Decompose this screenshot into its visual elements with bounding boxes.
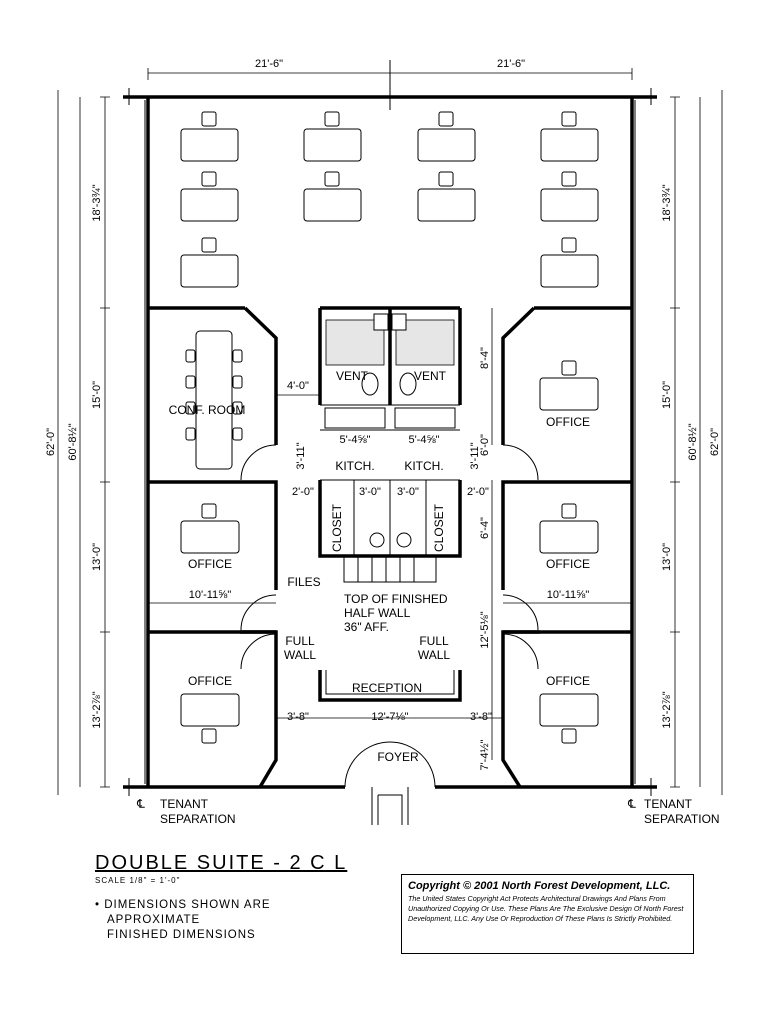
dim-closet-left: 2'-0" [292,486,314,498]
label-office-right-bottom: OFFICE [546,674,590,688]
copyright-body: The United States Copyright Act Protects… [408,894,684,923]
label-kitch-right: KITCH. [404,459,443,473]
dim-left-office: 13'-0" [91,543,103,571]
label-full-wall-right-2: WALL [418,648,451,662]
label-closet-right: CLOSET [432,503,446,552]
dim-kitch-right-depth: 6'-0" [479,434,491,456]
tenant-right-line1: TENANT [644,797,693,811]
note-line-3: FINISHED DIMENSIONS [107,929,256,941]
dimension-labels: 21'-6" 21'-6" 18'-3¾" 15'-0" 13'-0" 13'-… [45,58,721,771]
label-conf-room: CONF. ROOM [169,403,246,417]
dim-office-right: 10'-11⅝" [547,589,590,601]
dim-foyer-depth: 7'-4½" [479,739,491,770]
label-half-wall-3: 36" AFF. [344,620,389,634]
label-office-left-mid: OFFICE [188,557,232,571]
dim-left-mid: 15'-0" [91,381,103,409]
dim-closet-right-depth: 6'-4" [479,517,491,539]
title-block: DOUBLE SUITE - 2 C L SCALE 1/8" = 1'-0" [95,852,347,885]
dim-closet-mid-left: 3'-0" [359,486,381,498]
dim-kitch-right: 5'-4⅝" [408,434,439,446]
dim-top-left: 21'-6" [255,58,283,70]
tenant-separation-labels: ℄ TENANT SEPARATION ℄ TENANT SEPARATION [136,797,719,826]
label-half-wall-1: TOP OF FINISHED [344,592,448,606]
dim-right-inner: 60'-8½" [687,423,699,460]
dim-right-bottom: 13'-2⅞" [661,691,673,728]
chairs [185,111,577,744]
tenant-right-line2: SEPARATION [644,812,720,826]
label-reception: RECEPTION [352,681,422,695]
dim-reception-left: 3'-8" [287,711,309,723]
label-kitch-left: KITCH. [335,459,374,473]
tenant-markers [123,60,657,796]
label-half-wall-2: HALF WALL [344,606,411,620]
interior-walls [148,306,632,788]
label-full-wall-left-1: FULL [285,634,315,648]
plan-scale: SCALE 1/8" = 1'-0" [95,876,181,885]
label-full-wall-right-1: FULL [419,634,449,648]
dim-left-overall: 62'-0" [45,428,57,456]
dim-right-overall: 62'-0" [709,428,721,456]
dim-top-right: 21'-6" [497,58,525,70]
note-line-2: APPROXIMATE [107,914,201,926]
dim-kitch-depth-right: 3'-11" [469,442,481,469]
dim-reception-width: 12'-7⅛" [371,711,408,723]
note-line-1: • DIMENSIONS SHOWN ARE [95,899,271,911]
dim-left-top: 18'-3¾" [91,184,103,221]
label-office-right-top: OFFICE [546,415,590,429]
notes: • DIMENSIONS SHOWN ARE APPROXIMATE FINIS… [95,898,271,943]
label-office-left-bottom: OFFICE [188,674,232,688]
label-files: FILES [287,575,320,589]
tenant-symbol-left: ℄ [136,797,145,811]
tenant-left-line2: SEPARATION [160,812,236,826]
dim-conf-corridor: 4'-0" [287,380,309,392]
dim-closet-right: 2'-0" [467,486,489,498]
restroom-fixtures [324,313,456,548]
dim-restroom-depth: 8'-4" [479,347,491,369]
dim-left-bottom: 13'-2⅞" [91,691,103,728]
room-labels: CONF. ROOM OFFICE OFFICE OFFICE OFFICE O… [169,369,590,764]
label-office-right-mid: OFFICE [546,557,590,571]
label-vent-right: VENT [414,369,447,383]
dim-left-inner: 60'-8½" [67,423,79,460]
tenant-left-line1: TENANT [160,797,209,811]
label-foyer: FOYER [377,750,419,764]
floor-plan: 21'-6" 21'-6" 18'-3¾" 15'-0" 13'-0" 13'-… [45,58,723,826]
label-full-wall-left-2: WALL [284,648,317,662]
dim-right-office: 13'-0" [661,543,673,571]
label-closet-left: CLOSET [330,503,344,552]
desks [180,128,599,727]
dim-right-top: 18'-3¾" [661,184,673,221]
dim-kitch-depth-left: 3'-11" [295,442,307,469]
dim-reception-right: 3'-8" [470,711,492,723]
dim-right-mid: 15'-0" [661,381,673,409]
dimension-lines [57,68,723,795]
label-vent-left: VENT [336,369,369,383]
dim-office-left: 10'-11⅝" [189,589,232,601]
copyright-box: Copyright © 2001 North Forest Developmen… [401,874,694,954]
dim-corridor: 12'-5⅛" [479,611,491,648]
copyright-heading: Copyright © 2001 North Forest Developmen… [408,880,671,892]
dim-kitch-left: 5'-4⅝" [339,434,370,446]
dim-closet-mid-right: 3'-0" [397,486,419,498]
tenant-symbol-right: ℄ [627,797,636,811]
plan-title: DOUBLE SUITE - 2 C L [95,852,348,874]
